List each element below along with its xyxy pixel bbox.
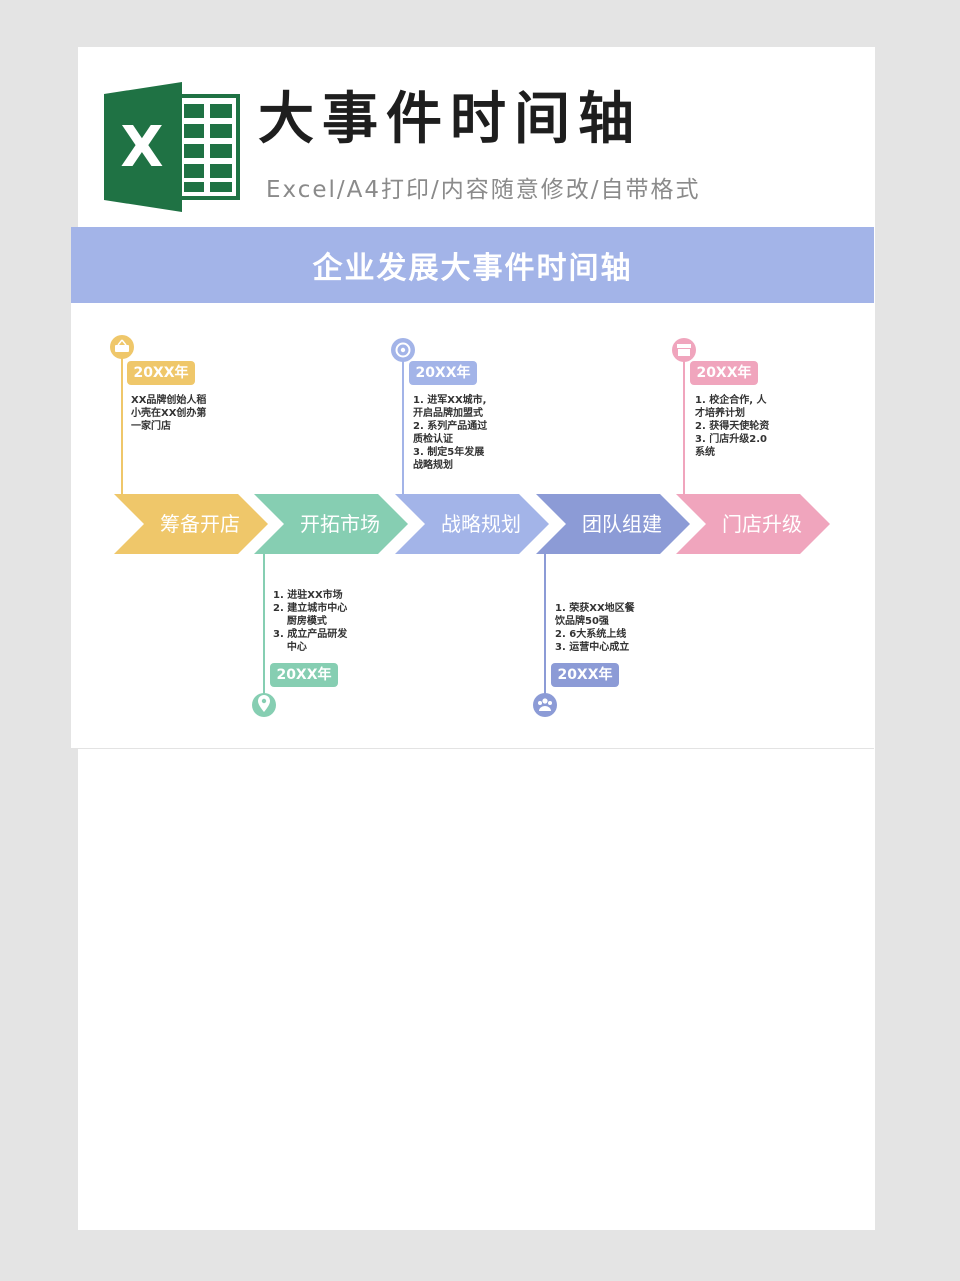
milestone-desc-3: 1. 进军XX城市, 开启品牌加盟式 2. 系列产品通过 质检认证 3. 制定5… (413, 395, 488, 471)
shop-sign-icon (110, 335, 134, 359)
logo-letter: X (120, 115, 163, 180)
store-icon (672, 338, 696, 362)
step-label-2: 开拓市场 (300, 512, 380, 536)
year-tag-2: 20XX年 (270, 663, 338, 687)
chevron-step-3 (395, 494, 549, 554)
chevron-step-1 (114, 494, 268, 554)
chevron-step-2 (254, 494, 408, 554)
location-pin-icon (252, 693, 276, 717)
milestone-desc-5: 1. 校企合作, 人 才培养计划 2. 获得天使轮资 3. 门店升级2.0 系统 (695, 395, 770, 458)
page-title: 大事件时间轴 (258, 87, 642, 152)
year-tag-5: 20XX年 (690, 361, 758, 385)
chevron-step-4 (536, 494, 690, 554)
chevron-step-5 (676, 494, 830, 554)
year-tag-3: 20XX年 (409, 361, 477, 385)
milestone-desc-4: 1. 荣获XX地区餐 饮品牌50强 2. 6大系统上线 3. 运营中心成立 (555, 603, 635, 653)
milestone-desc-1: XX品牌创始人稻 小壳在XX创办第 一家门店 (131, 395, 207, 432)
timeline-card: 企业发展大事件时间轴 (71, 227, 874, 749)
excel-logo-icon: X (104, 82, 240, 212)
year-tag-4: 20XX年 (551, 663, 619, 687)
page-subtitle: Excel/A4打印/内容随意修改/自带格式 (266, 177, 701, 203)
target-icon (391, 338, 415, 362)
step-label-3: 战略规划 (441, 512, 521, 536)
milestone-desc-2: 1. 进驻XX市场 2. 建立城市中心 厨房模式 3. 成立产品研发 中心 (273, 590, 348, 653)
step-label-4: 团队组建 (582, 512, 662, 536)
step-label-1: 筹备开店 (160, 512, 240, 536)
year-tag-1: 20XX年 (127, 361, 195, 385)
team-icon (533, 693, 557, 717)
timeline-banner: 企业发展大事件时间轴 (71, 227, 874, 303)
step-label-5: 门店升级 (722, 512, 802, 536)
timeline-diagram (110, 335, 830, 717)
